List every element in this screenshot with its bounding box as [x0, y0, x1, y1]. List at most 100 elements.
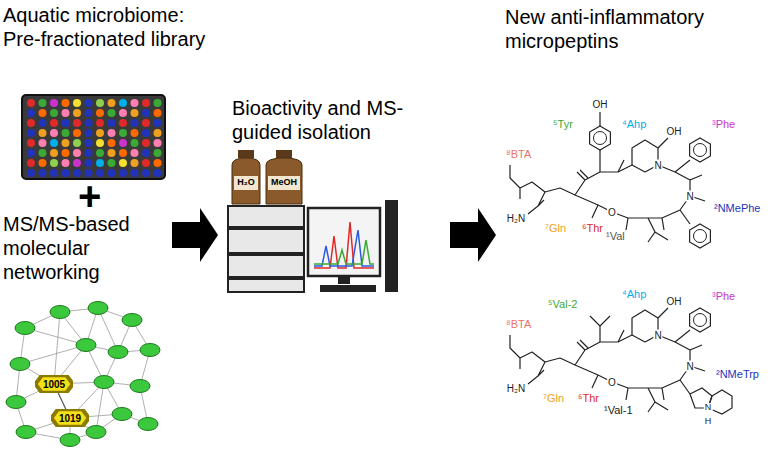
well-dot	[108, 109, 116, 117]
well-dot	[27, 119, 35, 127]
atom-label: H	[704, 417, 713, 427]
well-dot	[50, 129, 58, 137]
well-dot	[108, 99, 116, 107]
well-dot	[85, 129, 93, 137]
well-dot	[96, 109, 104, 117]
well-dot	[73, 109, 81, 117]
micropeptin-structure	[510, 308, 732, 414]
well-dot	[73, 119, 81, 127]
well-dot	[27, 99, 35, 107]
well-dot	[27, 139, 35, 147]
bottle-label: MeOH	[270, 178, 298, 188]
hexagon-fill	[35, 375, 72, 392]
network-node	[94, 376, 114, 389]
well-dot	[131, 109, 139, 117]
residue-label: ⁸BTA	[506, 148, 531, 161]
network-node	[76, 339, 96, 352]
network-node	[112, 408, 132, 421]
well-dot	[131, 99, 139, 107]
well-dot	[62, 169, 70, 177]
residue-label: ⁶Thr	[578, 392, 599, 405]
network-link	[20, 345, 86, 364]
flow-arrow	[172, 208, 218, 262]
well-dot	[131, 149, 139, 157]
well-dot	[62, 109, 70, 117]
plus-sign: +	[78, 172, 101, 220]
panel-title: New anti-inflammatory micropeptins	[505, 5, 737, 53]
well-dot	[39, 119, 47, 127]
well-dot	[39, 109, 47, 117]
residue-label: ⁴Ahp	[622, 288, 646, 301]
well-dot	[50, 159, 58, 167]
well-dot	[27, 129, 35, 137]
residue-label: ²NMeTrp	[716, 368, 759, 381]
well-dot	[131, 119, 139, 127]
well-dot	[119, 99, 127, 107]
network-node	[15, 322, 35, 335]
hplc-instrument	[228, 150, 398, 292]
well-dot	[108, 129, 116, 137]
well-dot	[119, 159, 127, 167]
well-dot	[73, 139, 81, 147]
well-dot	[142, 129, 150, 137]
panel-title: MS/MS-based molecular networking	[3, 212, 138, 284]
panel-title: Bioactivity and MS-guided isolation	[232, 96, 437, 144]
well-dot	[39, 159, 47, 167]
network-node	[88, 302, 108, 315]
atom-label: N	[685, 191, 694, 202]
atom-label: N	[653, 330, 662, 341]
well-dot	[131, 159, 139, 167]
residue-label: ²NMePhe	[714, 202, 760, 215]
well-dot	[96, 139, 104, 147]
atom-label: OH	[592, 99, 609, 110]
well-dot	[50, 109, 58, 117]
well-dot	[27, 169, 35, 177]
network-hub: 1019	[51, 409, 89, 427]
well-dot	[142, 169, 150, 177]
well-dot	[108, 139, 116, 147]
well-dot	[119, 109, 127, 117]
well-dot	[39, 169, 47, 177]
bottle-label: H₂O	[236, 178, 256, 188]
residue-label: ⁷Gln	[543, 392, 564, 405]
well-dot	[85, 109, 93, 117]
atom-label: N	[704, 403, 713, 413]
residue-label: ³Phe	[712, 118, 735, 131]
network-edge	[58, 393, 66, 409]
well-dot	[62, 149, 70, 157]
well-plate	[22, 95, 165, 179]
atom-label: O	[607, 207, 617, 218]
well-dot	[62, 159, 70, 167]
well-dot	[62, 139, 70, 147]
node-id: 1005	[43, 379, 65, 390]
network-node	[60, 434, 80, 447]
well-dot	[142, 99, 150, 107]
network-link	[54, 312, 60, 384]
well-dot	[62, 129, 70, 137]
network-node	[10, 358, 30, 371]
residue-label: ⁸BTA	[506, 318, 531, 331]
network-node	[138, 418, 158, 431]
well-dot	[85, 159, 93, 167]
well-dot	[50, 169, 58, 177]
residue-label: ⁵Val-2	[548, 298, 577, 311]
well-dot	[154, 109, 162, 117]
well-dot	[73, 99, 81, 107]
well-dot	[73, 149, 81, 157]
well-dot	[154, 139, 162, 147]
panel-title: Aquatic microbiome: Pre-fractionated lib…	[3, 3, 208, 51]
residue-label: ⁷Gln	[545, 222, 566, 235]
atom-label: N	[653, 160, 662, 171]
well-dot	[142, 139, 150, 147]
well-dot	[142, 149, 150, 157]
network-node	[50, 306, 70, 319]
atom-label: O	[607, 377, 617, 388]
well-dot	[85, 119, 93, 127]
well-dot	[96, 129, 104, 137]
well-dot	[85, 149, 93, 157]
well-dot	[27, 109, 35, 117]
residue-label: ⁴Ahp	[622, 118, 646, 131]
well-dot	[50, 149, 58, 157]
well-dot	[154, 129, 162, 137]
network-node	[6, 396, 26, 409]
